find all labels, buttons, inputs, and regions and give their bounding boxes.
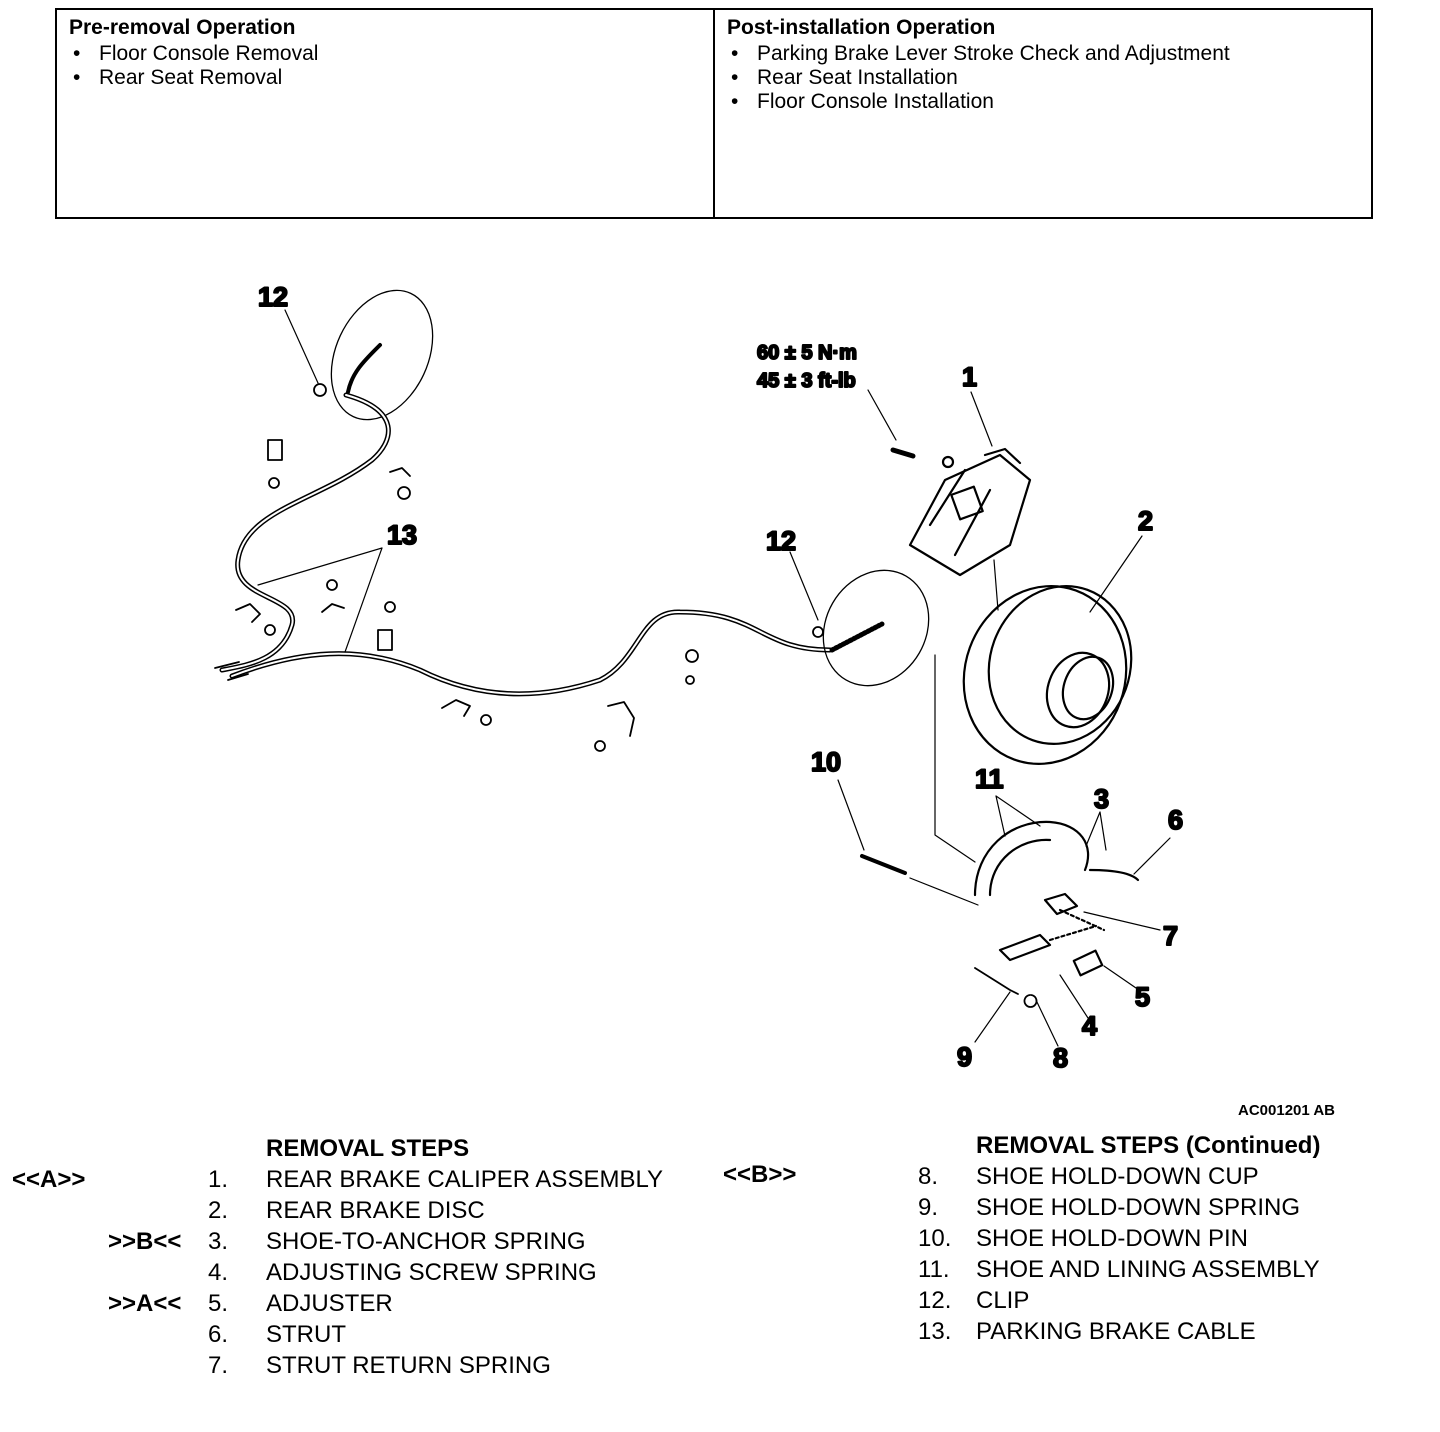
list-item: <<B>> 8. SHOE HOLD-DOWN CUP — [720, 1161, 1420, 1194]
list-item: 11. SHOE AND LINING ASSEMBLY — [720, 1256, 1420, 1287]
step-number: 10. — [918, 1225, 952, 1252]
figure-id: AC001201 AB — [1238, 1102, 1335, 1119]
list-item: 6. STRUT — [0, 1321, 720, 1352]
pre-removal-column: Pre-removal Operation Floor Console Remo… — [57, 10, 713, 217]
step-name: SHOE HOLD-DOWN CUP — [976, 1163, 1259, 1190]
step-number: 7. — [208, 1352, 229, 1379]
step-name: ADJUSTING SCREW SPRING — [266, 1259, 597, 1286]
callout-6: 6 — [1168, 805, 1183, 835]
rear-brake-caliper — [890, 447, 1032, 577]
list-item: Rear Seat Installation — [727, 66, 1359, 90]
post-installation-list: Parking Brake Lever Stroke Check and Adj… — [727, 42, 1359, 114]
callout-12-lower: 12 — [766, 526, 796, 556]
step-mark: <<B>> — [723, 1161, 797, 1188]
step-name: STRUT RETURN SPRING — [266, 1352, 551, 1379]
post-installation-heading: Post-installation Operation — [727, 16, 996, 39]
list-item: >>A<< 5. ADJUSTER — [0, 1290, 720, 1321]
list-item: Rear Seat Removal — [69, 66, 701, 90]
detail-ellipse-left — [330, 289, 434, 421]
callout-7: 7 — [1163, 921, 1178, 951]
list-item: 9. SHOE HOLD-DOWN SPRING — [720, 1194, 1420, 1225]
caliper-leader — [993, 559, 999, 611]
step-name: SHOE AND LINING ASSEMBLY — [976, 1256, 1320, 1283]
cable-routing-line — [934, 654, 976, 863]
step-number: 11. — [918, 1256, 950, 1283]
step-name: SHOE-TO-ANCHOR SPRING — [266, 1228, 586, 1255]
step-mark: >>B<< — [108, 1228, 182, 1255]
list-item: Floor Console Installation — [727, 90, 1359, 114]
callout-1: 1 — [962, 362, 977, 392]
list-item: >>B<< 3. SHOE-TO-ANCHOR SPRING — [0, 1228, 720, 1259]
step-name: REAR BRAKE DISC — [266, 1197, 485, 1224]
callout-10: 10 — [811, 747, 841, 777]
step-name: PARKING BRAKE CABLE — [976, 1318, 1256, 1345]
list-item: 7. STRUT RETURN SPRING — [0, 1352, 720, 1383]
step-name: SHOE HOLD-DOWN PIN — [976, 1225, 1249, 1252]
parking-brake-cable-upper — [219, 392, 391, 673]
removal-steps-continued-title: REMOVAL STEPS (Continued) — [976, 1132, 1321, 1159]
list-item: <<A>> 1. REAR BRAKE CALIPER ASSEMBLY — [0, 1166, 720, 1197]
shoe-lining-assembly — [973, 820, 1140, 977]
removal-steps: REMOVAL STEPS <<A>> 1. REAR BRAKE CALIPE… — [0, 1135, 720, 1395]
torque-metric: 60 ± 5 N·m — [757, 342, 857, 364]
pre-removal-list: Floor Console Removal Rear Seat Removal — [69, 42, 701, 90]
list-item: 2. REAR BRAKE DISC — [0, 1197, 720, 1228]
callout-2: 2 — [1138, 506, 1153, 536]
list-item: 10. SHOE HOLD-DOWN PIN — [720, 1225, 1420, 1256]
step-number: 5. — [208, 1290, 229, 1317]
detail-ellipse-right — [822, 569, 930, 687]
rear-brake-disc — [962, 585, 1133, 765]
list-item: Parking Brake Lever Stroke Check and Adj… — [727, 42, 1359, 66]
cable-end-left — [346, 343, 382, 394]
brake-exploded-diagram: 12 1 13 12 2 10 11 3 6 7 5 4 9 8 60 ± 5 … — [214, 281, 1184, 1074]
step-name: STRUT — [266, 1321, 346, 1348]
list-item: 13. PARKING BRAKE CABLE — [720, 1318, 1420, 1349]
step-number: 3. — [208, 1228, 229, 1255]
cable-brackets — [214, 383, 824, 752]
parking-brake-cable-lower — [229, 609, 833, 697]
callout-8: 8 — [1053, 1043, 1068, 1073]
callout-4: 4 — [1082, 1011, 1097, 1041]
callout-5: 5 — [1135, 982, 1150, 1012]
step-name: SHOE HOLD-DOWN SPRING — [976, 1194, 1301, 1221]
step-number: 4. — [208, 1259, 229, 1286]
step-name: REAR BRAKE CALIPER ASSEMBLY — [266, 1166, 664, 1193]
pre-removal-heading: Pre-removal Operation — [69, 16, 296, 39]
step-name: CLIP — [976, 1287, 1030, 1314]
callout-9: 9 — [957, 1042, 972, 1072]
list-item: 12. CLIP — [720, 1287, 1420, 1318]
step-number: 13. — [918, 1318, 952, 1345]
callout-12-upper: 12 — [258, 282, 288, 312]
torque-imperial: 45 ± 3 ft-lb — [757, 370, 856, 392]
callout-3: 3 — [1094, 784, 1109, 814]
removal-steps-continued: REMOVAL STEPS (Continued) <<B>> 8. SHOE … — [720, 1132, 1420, 1352]
step-number: 6. — [208, 1321, 229, 1348]
removal-steps-title: REMOVAL STEPS — [266, 1135, 470, 1162]
operation-table: Pre-removal Operation Floor Console Remo… — [55, 8, 1373, 219]
list-item: Floor Console Removal — [69, 42, 701, 66]
post-installation-column: Post-installation Operation Parking Brak… — [713, 10, 1371, 217]
callout-leaders — [257, 309, 1171, 1047]
step-number: 9. — [918, 1194, 939, 1221]
list-item: 4. ADJUSTING SCREW SPRING — [0, 1259, 720, 1290]
callout-11: 11 — [975, 764, 1004, 794]
step-name: ADJUSTER — [266, 1290, 393, 1317]
step-mark: >>A<< — [108, 1290, 182, 1317]
callout-13: 13 — [387, 520, 417, 550]
step-number: 1. — [208, 1166, 229, 1193]
step-number: 2. — [208, 1197, 229, 1224]
step-number: 12. — [918, 1287, 952, 1314]
pin-leader — [860, 854, 907, 875]
step-mark: <<A>> — [12, 1166, 86, 1193]
cable-end-right — [829, 621, 885, 653]
step-number: 8. — [918, 1163, 939, 1190]
